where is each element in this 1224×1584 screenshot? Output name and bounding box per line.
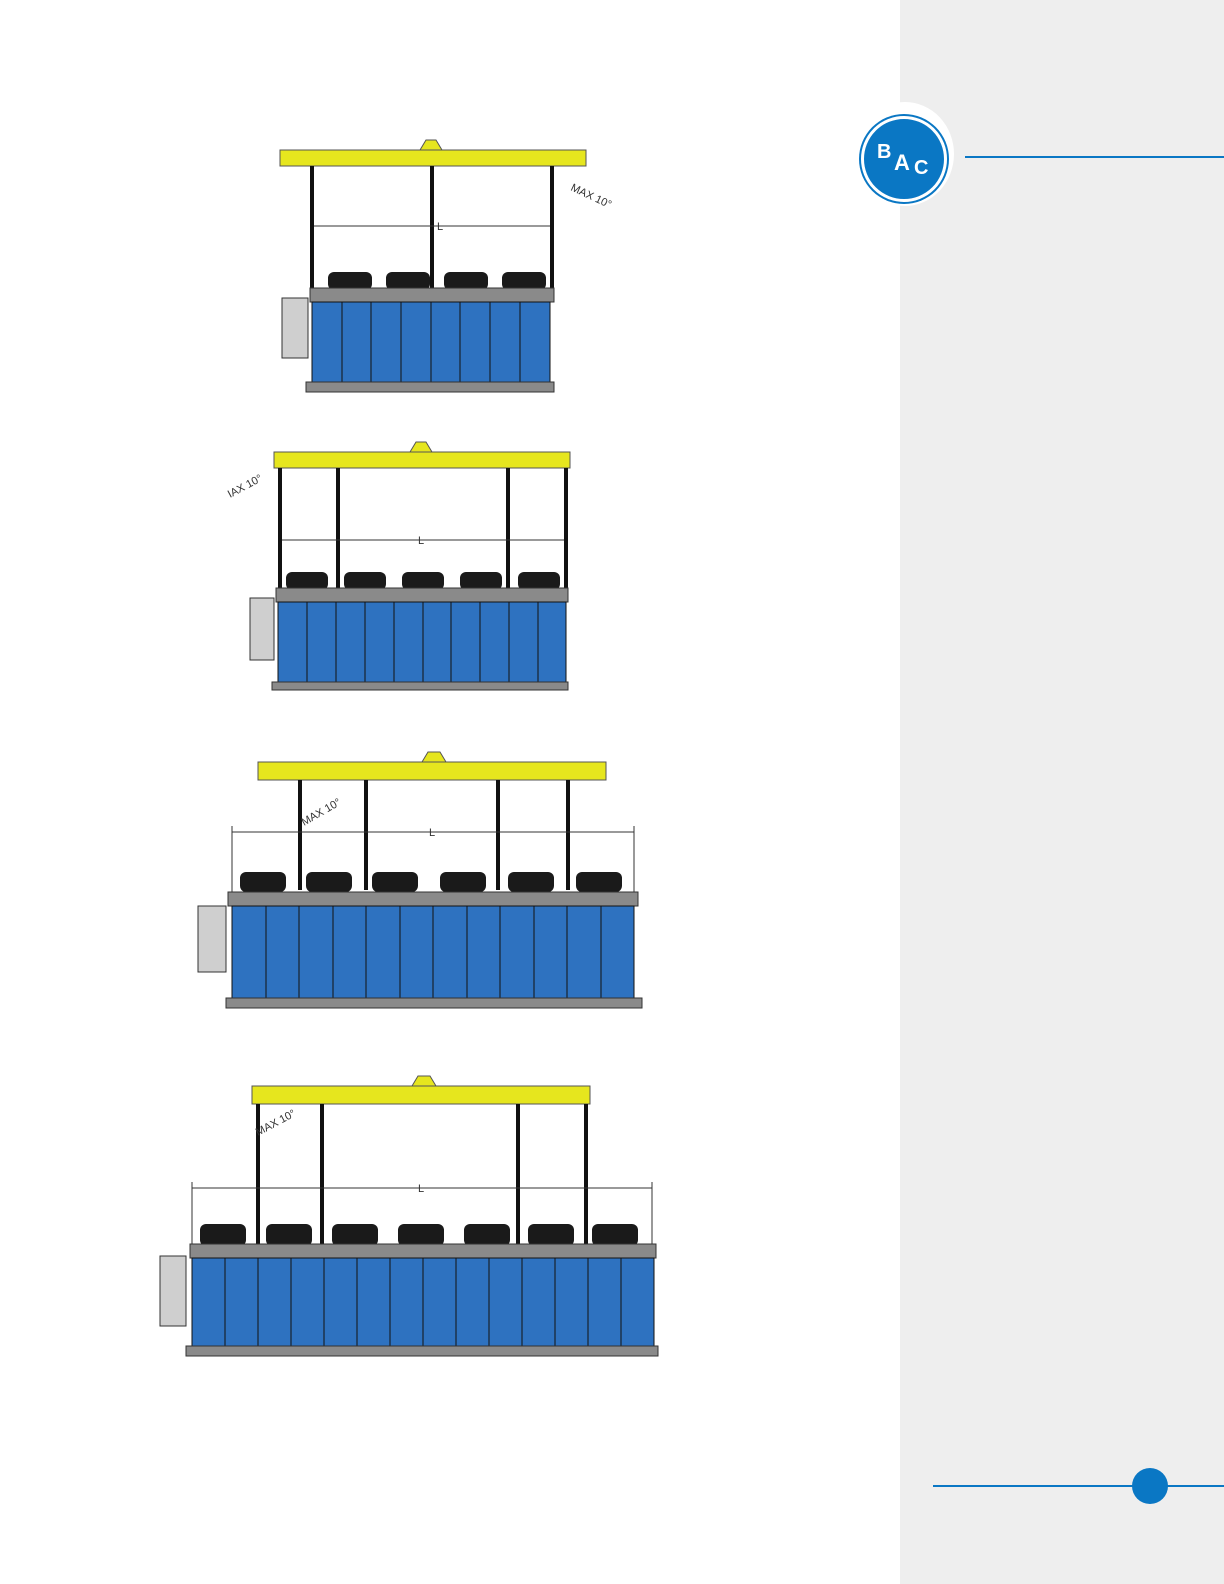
coil-panels: [278, 602, 566, 682]
fans: [200, 1224, 638, 1246]
page-number-dot: [1132, 1468, 1168, 1504]
lifting-figure-2: L IAX 10°: [228, 446, 598, 696]
base-frame: [306, 382, 554, 392]
bac-logo-text: B A C: [864, 119, 944, 199]
max-angle-label: MAX 10°: [254, 1108, 298, 1139]
fans: [240, 872, 622, 892]
length-label: L: [418, 535, 424, 547]
lifting-figure-3: L MAX 10°: [196, 754, 656, 1016]
base-frame: [186, 1346, 658, 1356]
spreader-bar: [274, 452, 570, 468]
sidebar: [900, 0, 1224, 1584]
control-box: [250, 598, 274, 660]
lift-lug: [410, 442, 432, 452]
top-frame: [276, 588, 568, 602]
top-frame: [228, 892, 638, 906]
lift-lug: [422, 752, 446, 762]
control-box: [160, 1256, 186, 1326]
max-angle-label: MAX 10°: [569, 182, 614, 211]
spreader-bar: [258, 762, 606, 780]
bac-logo: B A C: [861, 116, 947, 202]
base-frame: [272, 682, 568, 690]
top-frame: [310, 288, 554, 302]
logo-letter-a: A: [894, 150, 910, 176]
max-angle-label: MAX 10°: [300, 796, 344, 828]
lifting-figure-4: L MAX 10°: [158, 1078, 668, 1364]
control-box: [198, 906, 226, 972]
header-rule: [965, 156, 1224, 158]
length-label: L: [429, 827, 435, 839]
lifting-diagram-4-fan: L MAX 10°: [270, 138, 630, 400]
footer-rule: [933, 1485, 1224, 1487]
lifting-diagram-6-fan: L MAX 10°: [196, 754, 656, 1016]
fans: [286, 572, 560, 590]
lifting-figure-1: L MAX 10°: [270, 138, 630, 400]
lifting-diagram-7-fan: L MAX 10°: [158, 1078, 668, 1364]
length-label: L: [437, 221, 443, 233]
max-angle-label: IAX 10°: [226, 472, 265, 500]
lift-lug: [412, 1076, 436, 1086]
lift-lug: [420, 140, 442, 150]
base-frame: [226, 998, 642, 1008]
fans: [328, 272, 546, 290]
lifting-diagram-5-fan: L IAX 10°: [228, 446, 598, 696]
length-label: L: [418, 1183, 424, 1195]
spreader-bar: [252, 1086, 590, 1104]
logo-letter-b: B: [877, 141, 891, 164]
top-frame: [190, 1244, 656, 1258]
logo-letter-c: C: [914, 157, 928, 180]
control-box: [282, 298, 308, 358]
spreader-bar: [280, 150, 586, 166]
